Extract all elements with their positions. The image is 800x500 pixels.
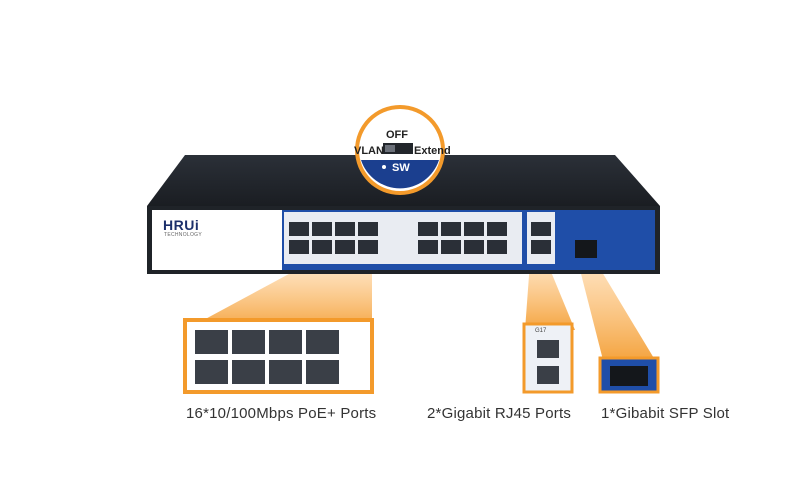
switch-extend-label: Extend (414, 145, 451, 157)
sfp-callout-beam (578, 262, 655, 360)
device-rj45-block (527, 212, 555, 264)
caption-sfp-slot: 1*Gibabit SFP Slot (601, 405, 730, 422)
poe-ports-zoom-grid (195, 330, 339, 384)
device-sfp-slot (575, 240, 597, 258)
switch-vlan-label: VLAN (354, 145, 384, 157)
rj45-zoom-label: G17 (535, 328, 547, 334)
caption-poe-ports: 16*10/100Mbps PoE+ Ports (186, 405, 377, 422)
switch-off-label: OFF (386, 129, 408, 141)
caption-rj45-ports: 2*Gigabit RJ45 Ports (427, 405, 572, 422)
switch-sw-label: SW (392, 162, 410, 174)
device-port-block (284, 212, 522, 264)
poe-callout-beam (185, 268, 372, 330)
brand-logo: HRUi (163, 217, 200, 233)
brand-panel (152, 210, 282, 270)
vlan-toggle-switch (383, 143, 413, 154)
rj45-callout-beam (525, 262, 575, 330)
device-poe-ports (289, 222, 507, 254)
brand-tagline: TECHNOLOGY (164, 232, 203, 238)
